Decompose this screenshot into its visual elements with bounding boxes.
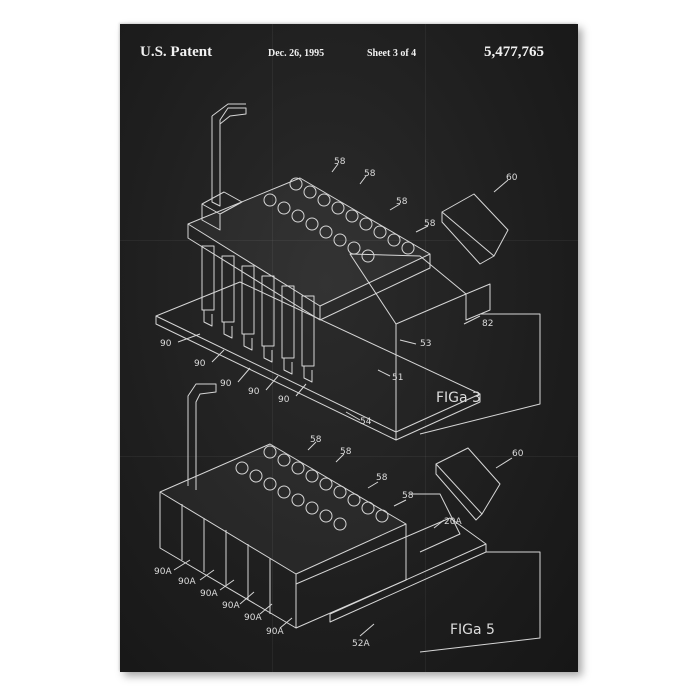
figure-3-labels: 58 58 58 58 60 82 53 51 54 90 90 90 90 9… (160, 157, 518, 427)
ref-label: 90A (200, 589, 218, 599)
ref-label: 58 (424, 219, 436, 229)
ref-label: 90 (160, 339, 172, 349)
fold-line (120, 456, 578, 457)
ref-label: 90 (248, 387, 260, 397)
ref-label: 90 (220, 379, 232, 389)
patent-office-label: U.S. Patent (140, 44, 213, 60)
patent-drawing: 58 58 58 58 60 82 53 51 54 90 90 90 90 9… (154, 103, 541, 653)
ref-label: 90 (278, 395, 290, 405)
ref-label: 58 (396, 197, 408, 207)
fold-line (425, 24, 426, 672)
ref-label: 90A (154, 567, 172, 577)
fold-line (272, 24, 273, 672)
ref-label: 51 (392, 373, 403, 383)
ref-label: 54 (360, 417, 372, 427)
ref-label: 58 (402, 491, 414, 501)
fold-line (120, 240, 578, 241)
ref-label: 90A (222, 601, 240, 611)
ref-label: 58 (310, 435, 322, 445)
ref-label: 53 (420, 339, 431, 349)
figure-5-labels: 58 58 58 58 60 20A 52A 90A 90A 90A 90A 9… (154, 435, 524, 649)
ref-label: 20A (444, 517, 462, 527)
ref-label: 60 (506, 173, 518, 183)
ref-label: 82 (482, 319, 493, 329)
figure-3-drawing (155, 103, 541, 441)
patent-poster: U.S. Patent Dec. 26, 1995 Sheet 3 of 4 5… (120, 24, 578, 672)
ref-label: 52A (352, 639, 370, 649)
ref-label: 58 (376, 473, 388, 483)
ref-label: 90A (244, 613, 262, 623)
ref-label: 90A (178, 577, 196, 587)
ref-label: 58 (364, 169, 376, 179)
figure-5-drawing (159, 383, 541, 653)
ref-label: 90A (266, 627, 284, 637)
ref-label: 60 (512, 449, 524, 459)
patent-number: 5,477,765 (484, 44, 544, 60)
patent-date: Dec. 26, 1995 (268, 48, 325, 59)
ref-label: 90 (194, 359, 206, 369)
sheet-number: Sheet 3 of 4 (367, 48, 417, 59)
figure-3-label: FIGa 3 (436, 390, 481, 406)
ref-label: 58 (334, 157, 346, 167)
ref-label: 58 (340, 447, 352, 457)
figure-5-label: FIGa 5 (450, 622, 495, 638)
